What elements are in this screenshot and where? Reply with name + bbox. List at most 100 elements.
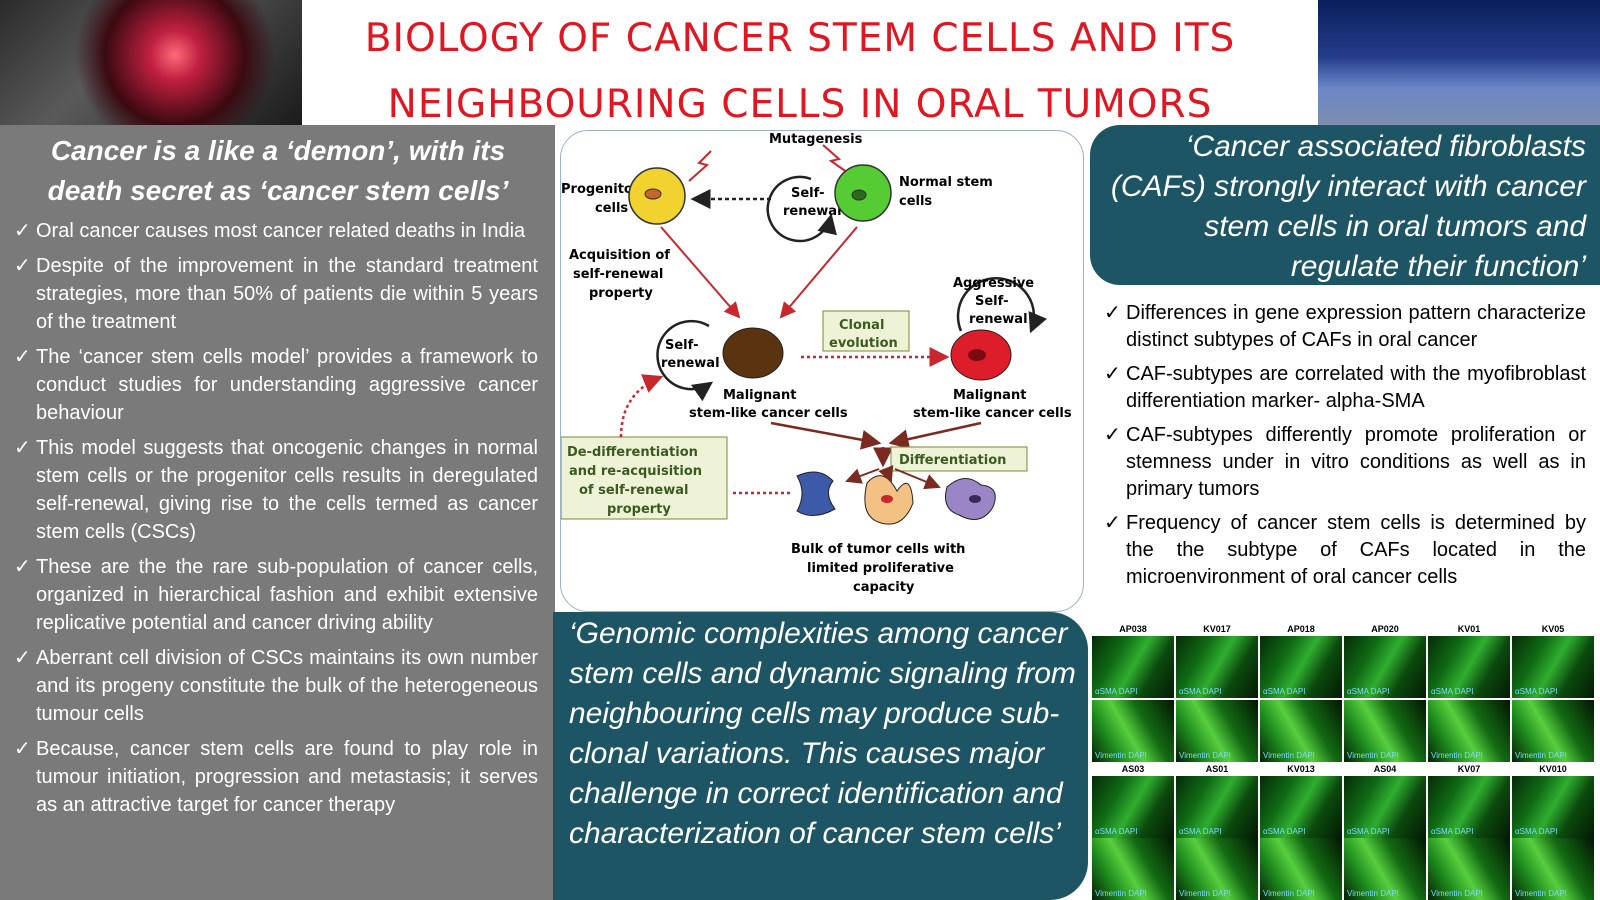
bullet-text: Aberrant cell division of CSCs maintains… (36, 647, 538, 725)
stain-label: αSMA DAPI (1431, 687, 1474, 696)
micrograph-label: KV010 (1539, 764, 1567, 774)
label-dediff-2: and re-acquisition (569, 464, 702, 479)
lightning-icon (822, 144, 852, 176)
label-self: Self- (791, 186, 824, 201)
arrow (845, 468, 880, 484)
label-bulk-1: Bulk of tumor cells with (791, 542, 965, 557)
arrow (619, 374, 664, 438)
micrograph-image: αSMA DAPI (1092, 776, 1174, 838)
bullet-text: The ‘cancer stem cells model’ provides a… (36, 346, 538, 424)
label-progenitor: Progenitor (561, 182, 640, 197)
label-stem-like: stem-like cancer cells (689, 406, 848, 421)
micrograph-image: αSMA DAPI (1512, 636, 1594, 698)
label-acquisition: Acquisition of (569, 248, 670, 263)
micrograph-grid: AP038 KV017 AP018 AP020 KV01 KV05 αSMA D… (1092, 624, 1596, 900)
label-aggressive-self: Self- (975, 294, 1008, 309)
right-quote: ‘Cancer associated fibroblasts (CAFs) st… (1110, 130, 1586, 283)
list-item: ✓Because, cancer stem cells are found to… (14, 735, 538, 819)
left-heading-line-2: death secret as ‘cancer stem cells’ (47, 175, 509, 206)
label-malignant: Malignant (723, 388, 796, 403)
bullet-text: Frequency of cancer stem cells is determ… (1126, 512, 1586, 588)
stain-label: Vimentin DAPI (1179, 751, 1231, 760)
micrograph-image: Vimentin DAPI (1428, 838, 1510, 900)
list-item: ✓Despite of the improvement in the stand… (14, 252, 538, 336)
center-quote: ‘Genomic complexities among cancer stem … (569, 617, 1076, 850)
bullet-text: CAF-subtypes are correlated with the myo… (1126, 363, 1586, 412)
check-icon: ✓ (1104, 512, 1121, 534)
label-aggressive: Aggressive (953, 276, 1034, 291)
check-icon: ✓ (1104, 363, 1121, 385)
stain-label: Vimentin DAPI (1179, 889, 1231, 898)
progenitor-nucleus (644, 188, 662, 200)
differentiated-cell-blue (796, 471, 836, 516)
arrow (888, 421, 982, 449)
self-renewal-loop (656, 319, 714, 402)
label-bulk-2: limited proliferative (807, 561, 954, 576)
stain-label: Vimentin DAPI (1431, 751, 1483, 760)
micrograph-image: Vimentin DAPI (1092, 838, 1174, 900)
check-icon: ✓ (1104, 302, 1121, 324)
self-renewal-loop (956, 276, 1048, 334)
stain-label: αSMA DAPI (1263, 687, 1306, 696)
bullet-text: Oral cancer causes most cancer related d… (36, 220, 526, 242)
stain-label: αSMA DAPI (1515, 687, 1558, 696)
arrow (770, 421, 882, 450)
check-icon: ✓ (14, 346, 31, 368)
bullet-text: Differences in gene expression pattern c… (1126, 302, 1586, 351)
lightning-icon (688, 150, 712, 182)
stain-label: Vimentin DAPI (1515, 751, 1567, 760)
label-dediff-3: of self-renewal (579, 483, 688, 498)
list-item: ✓Oral cancer causes most cancer related … (14, 217, 538, 245)
stain-label: Vimentin DAPI (1347, 751, 1399, 760)
list-item: ✓Frequency of cancer stem cells is deter… (1104, 510, 1586, 591)
stain-label: Vimentin DAPI (1263, 751, 1315, 760)
title-line-1: BIOLOGY OF CANCER STEM CELLS AND ITS (364, 16, 1236, 61)
micrograph-image: αSMA DAPI (1512, 776, 1594, 838)
check-icon: ✓ (14, 220, 31, 242)
stain-label: Vimentin DAPI (1431, 889, 1483, 898)
label-clonal: Clonal (839, 318, 884, 333)
label-malignant-right: Malignant (953, 388, 1026, 403)
bullet-text: Because, cancer stem cells are found to … (36, 738, 538, 816)
micrograph-image: αSMA DAPI (1344, 776, 1426, 838)
list-item: ✓Differences in gene expression pattern … (1104, 300, 1586, 354)
stain-label: Vimentin DAPI (1095, 889, 1147, 898)
label-mutagenesis: Mutagenesis (769, 132, 863, 147)
left-panel: Cancer is a like a ‘demon’, with its dea… (0, 125, 555, 900)
malignant-cell (722, 327, 784, 379)
micrograph-image: Vimentin DAPI (1344, 700, 1426, 762)
label-differentiation: Differentiation (899, 453, 1006, 468)
arrow (894, 468, 941, 490)
stain-label: αSMA DAPI (1179, 827, 1222, 836)
stain-label: αSMA DAPI (1263, 827, 1306, 836)
list-item: ✓This model suggests that oncogenic chan… (14, 434, 538, 546)
micrograph-image: αSMA DAPI (1176, 636, 1258, 698)
label-normal-cells: cells (899, 194, 932, 209)
micrograph-label: AS04 (1373, 764, 1397, 774)
right-bullet-list: ✓Differences in gene expression pattern … (1104, 300, 1586, 598)
bullet-text: Despite of the improvement in the standa… (36, 255, 538, 333)
micrograph-label: AS01 (1205, 764, 1229, 774)
check-icon: ✓ (14, 437, 31, 459)
arrow (779, 226, 858, 319)
label-dediff-4: property (607, 502, 671, 517)
stain-label: αSMA DAPI (1179, 687, 1222, 696)
micrograph-image: Vimentin DAPI (1344, 838, 1426, 900)
lab-instrument-photo (0, 0, 302, 125)
label-acquisition-2: self-renewal (573, 267, 663, 282)
micrograph-label: AP018 (1287, 624, 1315, 634)
micrograph-label: AS03 (1121, 764, 1145, 774)
cell-nucleus (881, 495, 893, 503)
micrograph-label: AP020 (1371, 624, 1399, 634)
center-quote-box: ‘Genomic complexities among cancer stem … (553, 612, 1088, 900)
micrograph-image: Vimentin DAPI (1176, 838, 1258, 900)
label-acquisition-3: property (589, 286, 653, 301)
label-renewal: renewal (783, 204, 842, 219)
stain-label: αSMA DAPI (1347, 827, 1390, 836)
label-bulk-3: capacity (853, 580, 915, 595)
stain-label: αSMA DAPI (1431, 827, 1474, 836)
poster-title: BIOLOGY OF CANCER STEM CELLS AND ITS NEI… (310, 6, 1290, 138)
micrograph-image: Vimentin DAPI (1428, 700, 1510, 762)
micrograph-image: Vimentin DAPI (1092, 700, 1174, 762)
left-bullet-list: ✓Oral cancer causes most cancer related … (14, 217, 538, 826)
